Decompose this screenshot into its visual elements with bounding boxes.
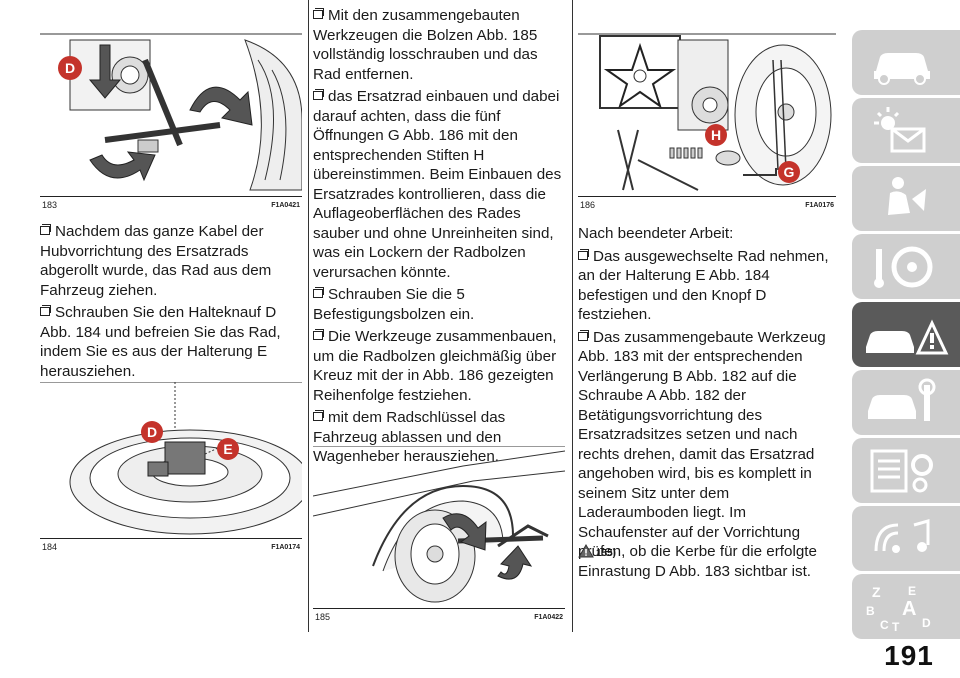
bullet-icon — [313, 89, 324, 100]
figure-184-illustration: D E — [40, 382, 302, 535]
warning-ref-number: 155) — [596, 548, 617, 559]
maintenance-wrench-icon — [868, 378, 936, 421]
label-d: D — [65, 60, 75, 76]
figure-number: 185 — [315, 612, 331, 622]
figure-caption-bar: 185 F1A0422 — [313, 608, 565, 623]
bullet-paragraph: Mit den zusammengebauten Werkzeugen die … — [313, 7, 538, 83]
text-block: Mit den zusammengebauten Werkzeugen die … — [313, 6, 565, 470]
bullet-paragraph: Das ausgewechselte Rad nehmen, an der Ha… — [578, 247, 829, 323]
tab-emergency[interactable] — [852, 302, 960, 367]
warning-reference: 155) — [578, 544, 638, 564]
bullet-paragraph: Die Werkzeuge zusammenbauen, um die Radb… — [313, 328, 557, 404]
figure-186: H G 186 F1A0176 — [578, 0, 836, 213]
page-number: 191 — [884, 640, 934, 671]
multimedia-icon — [874, 519, 930, 553]
figure-code: F1A0421 — [271, 202, 300, 209]
text-block: Nachdem das ganze Kabel der Hubvorrichtu… — [40, 222, 302, 384]
figure-number: 186 — [580, 200, 596, 210]
svg-text:C: C — [880, 618, 889, 632]
svg-text:T: T — [892, 620, 900, 634]
figure-183-illustration: D — [40, 33, 302, 191]
bullet-icon — [578, 248, 589, 260]
figure-185-illustration — [313, 446, 565, 603]
bullet-paragraph: mit dem Radschlüssel das Fahrzeug ablass… — [313, 409, 506, 465]
safety-airbag-icon — [888, 177, 926, 215]
label-e: E — [223, 441, 232, 457]
column-divider — [308, 0, 309, 632]
bullet-icon — [40, 305, 51, 316]
bullet-paragraph: Nachdem das ganze Kabel der Hubvorrichtu… — [40, 223, 272, 299]
bullet-paragraph: das Ersatzrad einbauen und dabei darauf … — [313, 88, 562, 281]
figure-code: F1A0422 — [534, 614, 563, 621]
bullet-icon — [313, 8, 324, 19]
index-letters-icon: Z E B A C T D — [866, 584, 931, 634]
figure-184: D E 184 F1A0174 — [40, 382, 302, 556]
car-overview-icon — [874, 53, 930, 85]
tab-warning-lights[interactable] — [852, 98, 960, 163]
bullet-icon — [313, 287, 324, 298]
svg-text:D: D — [922, 616, 931, 630]
bullet-icon — [313, 410, 324, 421]
bullet-icon — [313, 329, 324, 340]
column-divider — [572, 0, 573, 632]
svg-text:A: A — [902, 598, 916, 620]
intro-text: Nach beendeter Arbeit: — [578, 225, 734, 242]
technical-data-icon — [870, 449, 933, 493]
figure-number: 183 — [42, 200, 58, 210]
tab-maintenance[interactable] — [852, 370, 960, 435]
bullet-icon — [40, 224, 51, 235]
label-h: H — [711, 127, 721, 143]
warning-triangle-icon — [578, 544, 594, 558]
emergency-car-icon — [866, 319, 949, 355]
tab-index[interactable]: Z E B A C T D — [852, 574, 960, 639]
figure-caption-bar: 186 F1A0176 — [578, 196, 836, 211]
bullet-paragraph: Schrauben Sie den Halteknauf D Abb. 184 … — [40, 304, 281, 380]
tab-safety[interactable] — [852, 166, 960, 231]
svg-text:B: B — [866, 604, 875, 618]
tab-technical-data[interactable] — [852, 438, 960, 503]
label-g: G — [784, 164, 795, 180]
warning-lights-icon — [874, 107, 926, 153]
figure-code: F1A0176 — [805, 202, 834, 209]
svg-text:E: E — [908, 584, 916, 598]
steering-wheel-icon — [874, 246, 933, 288]
figure-183: D 183 F1A0421 — [40, 0, 302, 213]
bullet-icon — [578, 329, 589, 341]
tab-driving[interactable] — [852, 234, 960, 299]
figure-code: F1A0174 — [271, 544, 300, 551]
tab-car-overview[interactable] — [852, 30, 960, 95]
bullet-paragraph: Das zusammengebaute Werkzeug Abb. 183 mi… — [578, 328, 826, 580]
figure-caption-bar: 183 F1A0421 — [40, 196, 302, 211]
label-d: D — [147, 424, 157, 440]
figure-caption-bar: 184 F1A0174 — [40, 538, 302, 553]
tab-multimedia[interactable] — [852, 506, 960, 571]
figure-185: 185 F1A0422 — [313, 446, 565, 626]
svg-text:Z: Z — [872, 584, 881, 600]
text-block: Nach beendeter Arbeit: Das ausgewechselt… — [578, 224, 836, 584]
figure-number: 184 — [42, 542, 58, 552]
figure-186-illustration: H G — [578, 33, 836, 191]
bullet-paragraph: Schrauben Sie die 5 Befestigungsbolzen e… — [313, 286, 475, 323]
